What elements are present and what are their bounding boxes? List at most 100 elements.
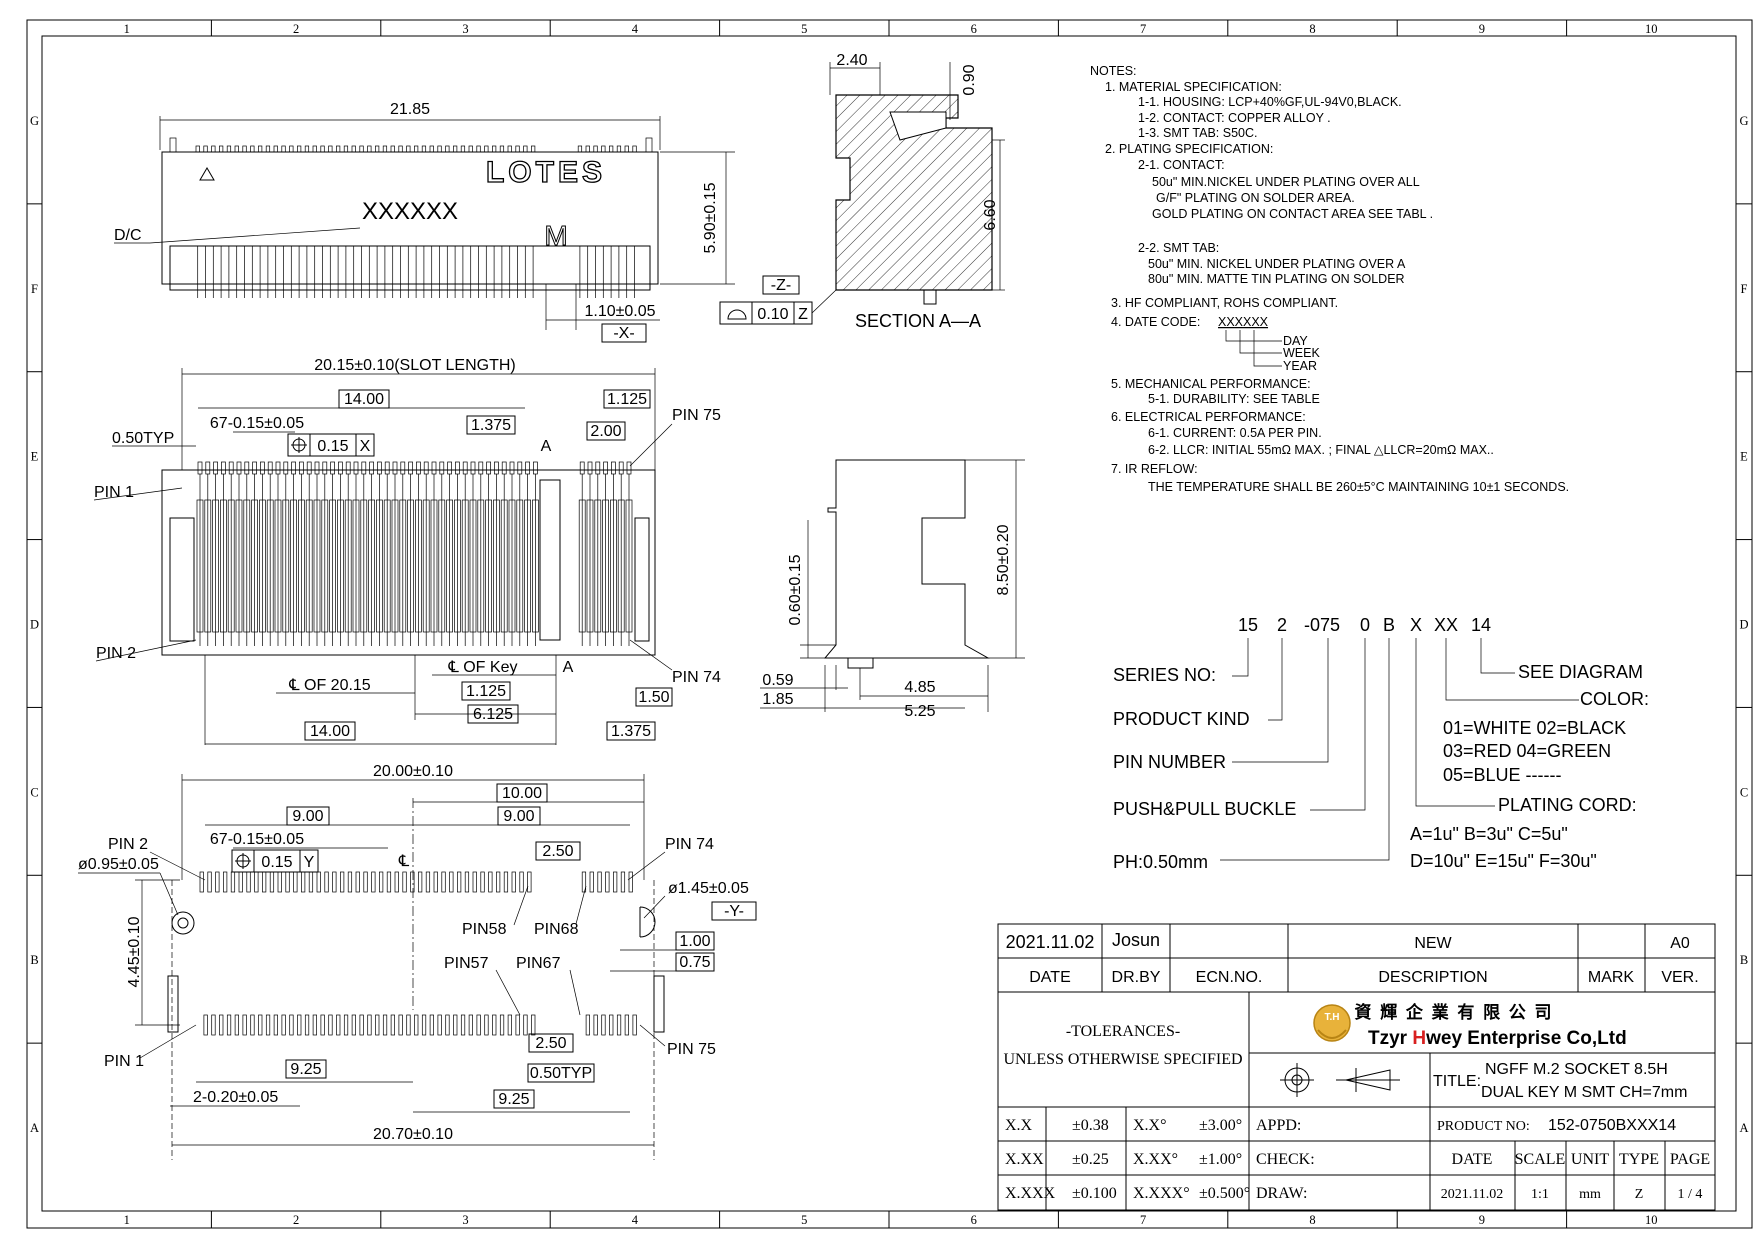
col-mark-top: 10 — [1645, 22, 1658, 36]
front-pin-top — [197, 461, 203, 475]
appd-label: APPD: — [1256, 1117, 1301, 1134]
front-contact-body — [368, 499, 375, 633]
row-mark-right: G — [1739, 114, 1748, 128]
tolerances-note: UNLESS OTHERWISE SPECIFIED — [1003, 1051, 1242, 1068]
front-pin-top — [431, 461, 437, 475]
pin-1-label: PIN 1 — [94, 484, 134, 501]
front-contact-body — [532, 499, 539, 633]
fp-bottom-pad — [616, 1014, 622, 1036]
fp-top-pad — [301, 871, 306, 893]
dc-year: YEAR — [1283, 359, 1317, 373]
pn-see-diagram: SEE DIAGRAM — [1518, 662, 1643, 682]
fp-top-pad — [316, 871, 321, 893]
val-unit: mm — [1579, 1187, 1601, 1202]
fp-pitch-typ: 0.50TYP — [530, 1065, 592, 1082]
check-label: CHECK: — [1256, 1151, 1315, 1168]
note-19: 6-2. LLCR: INITIAL 55mΩ MAX. ; FINAL △LL… — [1148, 443, 1494, 457]
fp-pin58: PIN58 — [462, 921, 507, 938]
fp-bottom-pad — [421, 1014, 427, 1036]
front-contact-body — [508, 499, 516, 633]
front-contact-body — [485, 499, 492, 633]
front-contact-body — [500, 499, 508, 633]
pn-series: SERIES NO: — [1113, 665, 1216, 685]
fp-bottom-pad — [343, 1014, 349, 1036]
front-contact-body — [391, 499, 399, 633]
pcb-footprint: 20.00±0.10 10.00 9.00 9.00 67-0.15±0.05 … — [78, 763, 757, 1160]
dim-1-85: 1.85 — [762, 691, 793, 708]
fp-top-pad — [285, 871, 290, 893]
cl-20-15: ℄ OF 20.15 — [288, 677, 371, 694]
fp-top-pad — [293, 871, 298, 893]
fp-top-pad — [324, 871, 329, 893]
dim-6-60: 6.60 — [982, 199, 999, 230]
front-pin-top — [509, 461, 515, 475]
fp-top-pad — [199, 871, 204, 893]
seg-14: 14 — [1471, 615, 1491, 635]
front-contact-body — [235, 499, 243, 633]
front-contact-body — [344, 499, 352, 633]
top-pin — [406, 145, 411, 153]
profile-icon — [727, 309, 747, 320]
front-contact-body — [399, 499, 407, 633]
fp-top-pad — [410, 871, 415, 893]
front-pin-top — [353, 461, 359, 475]
fp-bottom-pad — [499, 1014, 505, 1036]
val-date: 2021.11.02 — [1441, 1187, 1503, 1202]
draw-label: DRAW: — [1256, 1185, 1307, 1202]
tolerance-cell: X.XXX° — [1133, 1185, 1190, 1202]
note-2: 1-1. HOUSING: LCP+40%GF,UL-94V0,BLACK. — [1138, 95, 1402, 109]
dim-slot-length: 20.15±0.10(SLOT LENGTH) — [314, 357, 515, 374]
fp-bottom-pad — [375, 1014, 380, 1036]
fp-top-pad — [628, 871, 633, 893]
dim-1-375-b: 1.375 — [611, 723, 651, 740]
note-8: G/F" PLATING ON SOLDER AREA. — [1156, 191, 1355, 205]
top-pin — [242, 145, 247, 153]
fp-top-pad — [418, 871, 423, 893]
front-contact-body — [422, 499, 430, 633]
top-pin — [343, 145, 349, 153]
front-pin-top — [221, 461, 226, 475]
fp-bottom-pad — [414, 1014, 419, 1036]
top-pin — [437, 145, 442, 153]
section-a-top: A — [541, 438, 552, 455]
fp-bottom-pad-row — [203, 1014, 637, 1036]
front-pin-top — [494, 461, 499, 475]
position-frame — [287, 433, 375, 457]
tolerance-cell: X.XX° — [1133, 1151, 1178, 1168]
row-mark-left: C — [30, 785, 38, 799]
fp-bottom-pad — [258, 1014, 263, 1036]
front-contact-body — [594, 499, 602, 633]
rev-date: 2021.11.02 — [1006, 932, 1095, 952]
front-contact-body — [243, 499, 251, 633]
fp-top-pad — [230, 871, 236, 893]
front-contact-body — [251, 499, 258, 633]
seg-0: 0 — [1360, 615, 1370, 635]
front-pin-top — [470, 461, 476, 475]
top-pin — [531, 145, 536, 153]
fp-bottom-pad — [601, 1014, 606, 1036]
top-pin — [492, 145, 497, 153]
fp-top-pad — [472, 871, 477, 893]
top-end-tab — [645, 137, 653, 153]
fp-top-pad — [254, 871, 259, 893]
dim-1-00: 1.00 — [679, 933, 710, 950]
seg-b: B — [1383, 615, 1395, 635]
front-contact-body — [266, 499, 274, 633]
fp-top-pad — [207, 871, 212, 893]
front-contact-body — [516, 499, 524, 633]
fp-bottom-pad — [406, 1014, 411, 1036]
fp-pin67: PIN67 — [516, 955, 561, 972]
fp-top-pad — [277, 871, 282, 893]
notes-block: NOTES: 1. MATERIAL SPECIFICATION: 1-1. H… — [1090, 64, 1569, 494]
front-contact-body — [625, 499, 633, 633]
dim-5-90: 5.90±0.15 — [702, 182, 719, 253]
cl-key: ℄ OF Key — [448, 659, 518, 676]
tolerance-cell: ±3.00° — [1199, 1117, 1242, 1134]
col-mark-top: 6 — [971, 22, 977, 36]
fp-67-pins: 67-0.15±0.05 — [210, 831, 304, 848]
fp-bottom-pad — [203, 1014, 208, 1036]
front-contact-body — [290, 499, 297, 633]
top-end-tab — [169, 137, 177, 153]
front-contact-body — [212, 499, 219, 633]
date-code-value: XXXXXX — [1218, 315, 1269, 329]
